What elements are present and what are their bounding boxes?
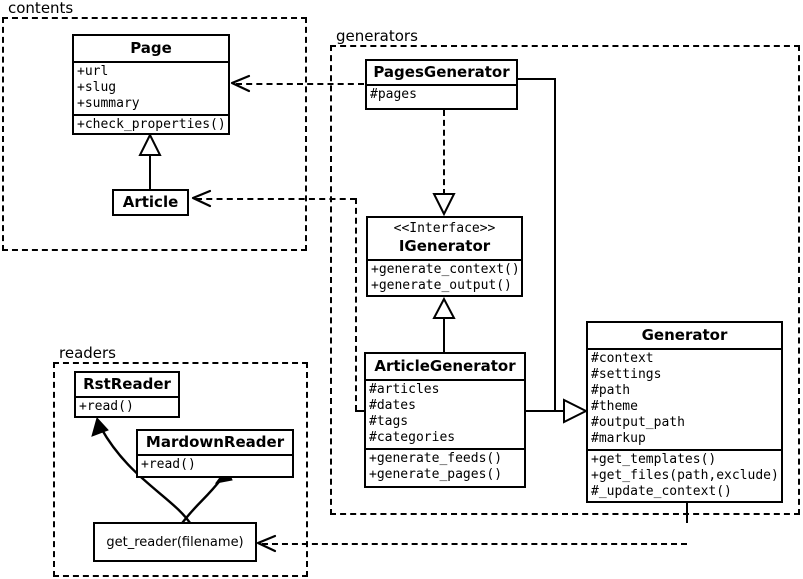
operation: +read() <box>141 457 196 472</box>
edge-articlegenerator-to-article-dashed-h2 <box>355 410 367 412</box>
attribute: #tags <box>369 414 409 429</box>
attribute: #theme <box>591 399 638 414</box>
package-readers <box>53 362 308 577</box>
operation: +generate_output() <box>371 278 512 293</box>
attribute: #output_path <box>591 415 685 430</box>
class-page-operations: +check_properties() <box>74 114 228 135</box>
class-igenerator-stereotype: <<Interface>> <box>393 221 496 236</box>
class-igenerator[interactable]: <<Interface>> IGenerator +generate_conte… <box>366 216 523 297</box>
class-mardownreader-operations: +read() <box>138 454 292 475</box>
function-get-reader[interactable]: get_reader(filename) <box>93 522 257 562</box>
edge-articlegenerator-to-article-dashed-h1 <box>196 198 356 200</box>
class-page[interactable]: Page +url +slug +summary +check_properti… <box>72 34 230 135</box>
attribute: #articles <box>369 382 440 397</box>
edge-pagesgenerator-to-page-dashed <box>236 83 364 85</box>
operation: +get_files(path,exclude) <box>591 468 779 483</box>
class-mardownreader[interactable]: MardownReader +read() <box>136 429 294 478</box>
class-article[interactable]: Article <box>112 189 189 216</box>
edge-articlegenerator-to-generator-h1 <box>524 410 556 412</box>
edge-generator-to-getreader-stub <box>686 503 688 523</box>
attribute: #markup <box>591 431 646 446</box>
attribute: +url <box>77 64 109 79</box>
edge-article-to-page-line <box>149 155 151 191</box>
class-igenerator-operations: +generate_context() +generate_output() <box>368 259 521 296</box>
class-pagesgenerator[interactable]: PagesGenerator #pages <box>365 59 518 110</box>
class-generator-operations: +get_templates() +get_files(path,exclude… <box>588 449 781 502</box>
edge-generator-trunk-stub <box>554 410 564 412</box>
operation: +generate_feeds() <box>369 451 503 466</box>
class-article-name: Article <box>122 193 179 211</box>
operation: +read() <box>79 399 134 414</box>
attribute: #dates <box>369 398 416 413</box>
class-articlegenerator-attributes: #articles #dates #tags #categories <box>366 379 524 448</box>
edge-generator-to-getreader-dashed <box>262 543 687 545</box>
operation: +generate_pages() <box>369 467 503 482</box>
class-articlegenerator-operations: +generate_feeds() +generate_pages() <box>366 448 524 485</box>
class-page-attributes: +url +slug +summary <box>74 61 228 114</box>
class-articlegenerator-name: ArticleGenerator <box>374 357 516 375</box>
package-readers-label: readers <box>57 344 118 362</box>
class-generator[interactable]: Generator #context #settings #path #them… <box>586 321 783 503</box>
class-rstreader-name: RstReader <box>83 375 171 393</box>
attribute: #settings <box>591 367 662 382</box>
edge-articlegenerator-to-article-dashed-v <box>355 198 357 411</box>
class-pagesgenerator-attributes: #pages <box>367 84 516 105</box>
class-igenerator-name: <<Interface>> IGenerator <box>368 218 521 259</box>
class-rstreader-operations: +read() <box>76 396 178 417</box>
attribute: +summary <box>77 96 140 111</box>
edge-generators-trunk-vertical <box>554 78 556 412</box>
operation: +generate_context() <box>371 262 520 277</box>
class-generator-name: Generator <box>641 326 728 344</box>
operation: +get_templates() <box>591 452 717 467</box>
class-generator-attributes: #context #settings #path #theme #output_… <box>588 348 781 449</box>
package-generators <box>330 45 800 515</box>
class-page-name: Page <box>130 39 172 57</box>
attribute: #pages <box>370 87 417 102</box>
class-pagesgenerator-name: PagesGenerator <box>373 63 510 81</box>
class-rstreader[interactable]: RstReader +read() <box>74 371 180 418</box>
package-generators-label: generators <box>334 27 420 45</box>
edge-pagesgenerator-to-generator-h1 <box>518 78 556 80</box>
class-mardownreader-name: MardownReader <box>145 433 285 451</box>
edge-articlegenerator-to-igenerator-line <box>443 316 445 355</box>
operation: #_update_context() <box>591 484 732 499</box>
function-get-reader-label: get_reader(filename) <box>106 534 244 550</box>
attribute: #categories <box>369 430 456 445</box>
attribute: #path <box>591 383 631 398</box>
edge-pagesgenerator-to-igenerator-line <box>443 110 445 195</box>
class-articlegenerator[interactable]: ArticleGenerator #articles #dates #tags … <box>364 352 526 488</box>
operation: +check_properties() <box>77 117 226 132</box>
attribute: +slug <box>77 80 117 95</box>
package-contents-label: contents <box>6 0 76 17</box>
package-contents <box>2 17 307 251</box>
attribute: #context <box>591 351 654 366</box>
class-igenerator-title: IGenerator <box>398 237 491 255</box>
